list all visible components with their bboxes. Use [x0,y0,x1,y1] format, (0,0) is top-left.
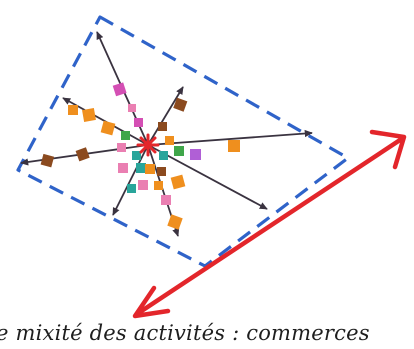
dashed-zone-boundary [18,17,348,266]
center-star-icon [138,135,158,155]
caption-text: e mixité des activités : commerces [0,318,414,349]
caption-label: e mixité des activités : commerces [0,321,370,345]
radial-arrows-icon [21,32,312,236]
